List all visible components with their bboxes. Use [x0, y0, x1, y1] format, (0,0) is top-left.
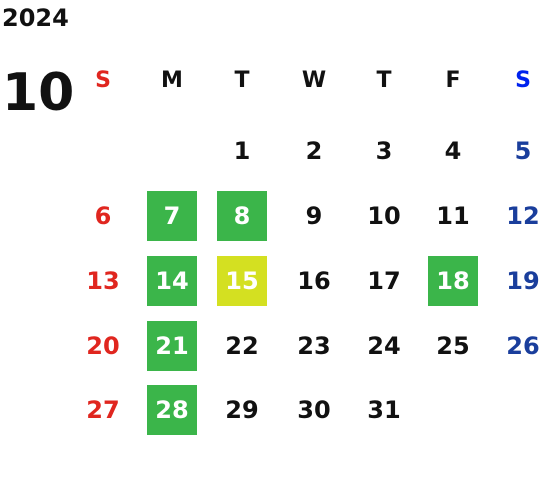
day-cell-4[interactable]: 4 [444, 137, 462, 165]
day-cell-23[interactable]: 23 [297, 332, 331, 360]
year-label: 2024 [2, 4, 69, 32]
day-cell-13[interactable]: 13 [86, 267, 120, 295]
weekday-header: M [161, 68, 183, 93]
weekday-header: S [95, 68, 111, 93]
weekday-header: F [445, 68, 461, 93]
day-cell-17[interactable]: 17 [367, 267, 401, 295]
day-cell-10[interactable]: 10 [367, 202, 401, 230]
day-cell-3[interactable]: 3 [375, 137, 393, 165]
day-cell-19[interactable]: 19 [506, 267, 540, 295]
day-cell-18[interactable]: 18 [428, 256, 478, 306]
day-cell-26[interactable]: 26 [506, 332, 540, 360]
day-cell-22[interactable]: 22 [225, 332, 259, 360]
day-cell-9[interactable]: 9 [305, 202, 323, 230]
month-label: 10 [2, 63, 75, 123]
day-cell-28[interactable]: 28 [147, 385, 197, 435]
day-cell-20[interactable]: 20 [86, 332, 120, 360]
day-cell-31[interactable]: 31 [367, 396, 401, 424]
day-cell-5[interactable]: 5 [514, 137, 532, 165]
day-cell-21[interactable]: 21 [147, 321, 197, 371]
day-cell-12[interactable]: 12 [506, 202, 540, 230]
day-cell-7[interactable]: 7 [147, 191, 197, 241]
day-cell-25[interactable]: 25 [436, 332, 470, 360]
day-cell-16[interactable]: 16 [297, 267, 331, 295]
day-cell-1[interactable]: 1 [233, 137, 251, 165]
day-cell-2[interactable]: 2 [305, 137, 323, 165]
day-cell-6[interactable]: 6 [94, 202, 112, 230]
weekday-header: T [376, 68, 392, 93]
day-cell-14[interactable]: 14 [147, 256, 197, 306]
day-cell-29[interactable]: 29 [225, 396, 259, 424]
weekday-header: W [301, 68, 327, 93]
weekday-header: T [234, 68, 250, 93]
day-cell-11[interactable]: 11 [436, 202, 470, 230]
day-cell-30[interactable]: 30 [297, 396, 331, 424]
day-cell-24[interactable]: 24 [367, 332, 401, 360]
day-cell-8[interactable]: 8 [217, 191, 267, 241]
day-cell-27[interactable]: 27 [86, 396, 120, 424]
day-cell-15[interactable]: 15 [217, 256, 267, 306]
weekday-header: S [515, 68, 531, 93]
